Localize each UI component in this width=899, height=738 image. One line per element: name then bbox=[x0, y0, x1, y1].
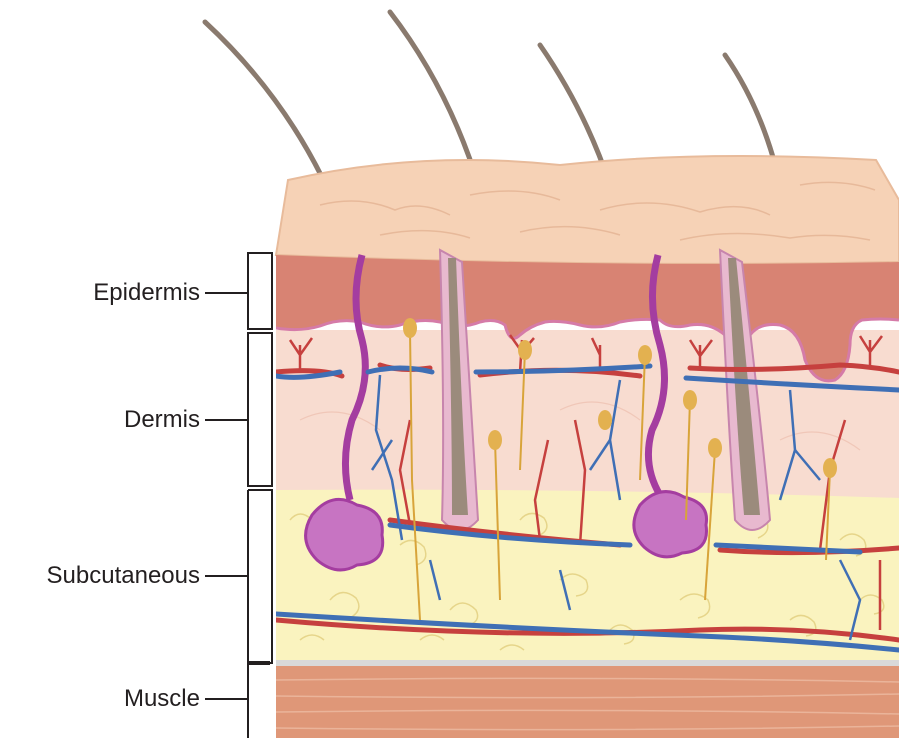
label-epidermis: Epidermis bbox=[93, 279, 200, 307]
label-muscle: Muscle bbox=[124, 685, 200, 713]
layer-brackets bbox=[205, 253, 272, 738]
muscle-layer bbox=[276, 662, 899, 738]
label-subcutaneous: Subcutaneous bbox=[47, 562, 200, 590]
skin-surface bbox=[276, 156, 899, 264]
label-dermis: Dermis bbox=[124, 406, 200, 434]
